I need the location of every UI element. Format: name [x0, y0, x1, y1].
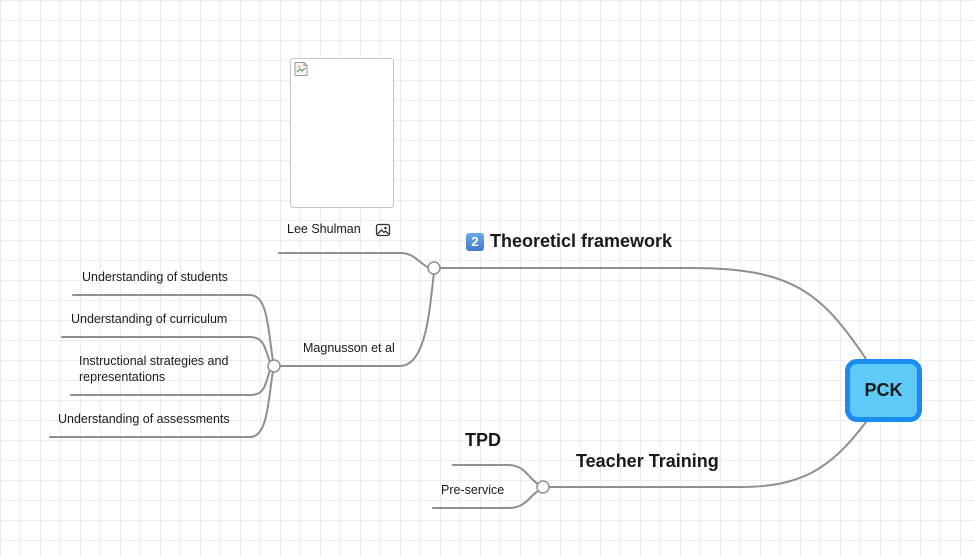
topic-understanding-assessments-label: Understanding of assessments — [58, 412, 230, 426]
collapse-toggle-training — [536, 480, 550, 494]
topic-instructional-strategies[interactable]: Instructional strategies and representat… — [79, 353, 241, 385]
connector-to-preservice — [432, 490, 539, 509]
connector-to-shulman — [278, 252, 430, 269]
topic-understanding-curriculum-label: Understanding of curriculum — [71, 312, 228, 326]
topic-understanding-curriculum[interactable]: Understanding of curriculum — [71, 311, 227, 327]
number-two-keycap-icon: 2 — [466, 233, 484, 251]
connector-to-magnusson — [278, 272, 435, 367]
topic-lee-shulman-label: Lee Shulman — [287, 222, 361, 236]
topic-pre-service[interactable]: Pre-service — [441, 482, 504, 498]
central-topic-pck[interactable]: PCK — [845, 359, 922, 422]
topic-understanding-assessments[interactable]: Understanding of assessments — [58, 411, 230, 427]
topic-magnusson[interactable]: Magnusson et al — [303, 340, 395, 356]
central-topic-label: PCK — [864, 380, 903, 400]
topic-instructional-strategies-label: Instructional strategies and representat… — [79, 354, 229, 384]
topic-tpd-label: TPD — [465, 430, 501, 450]
connector-to-students — [72, 294, 274, 362]
topic-lee-shulman[interactable]: Lee Shulman — [287, 221, 361, 237]
connector-to-assessments — [49, 370, 274, 438]
topic-understanding-students-label: Understanding of students — [82, 270, 228, 284]
broken-image-icon — [294, 62, 308, 76]
connector-to-tpd — [452, 464, 539, 485]
topic-pre-service-label: Pre-service — [441, 483, 505, 497]
topic-tpd[interactable]: TPD — [465, 429, 501, 451]
connector-to-curriculum — [61, 336, 271, 363]
collapse-toggle-magnusson — [267, 359, 281, 373]
topic-theoretical-label: Theoreticl framework — [490, 231, 673, 251]
topic-magnusson-label: Magnusson et al — [303, 341, 395, 355]
collapse-toggle-theoretical — [427, 261, 441, 275]
topic-understanding-students[interactable]: Understanding of students — [82, 269, 228, 285]
connector-central-training — [547, 421, 867, 488]
image-icon[interactable] — [375, 222, 391, 238]
topic-teacher-training-label: Teacher Training — [576, 451, 719, 471]
shulman-image[interactable] — [290, 58, 394, 208]
connector-to-instructional — [70, 369, 271, 396]
connector-central-theoretical — [438, 267, 867, 360]
topic-teacher-training[interactable]: Teacher Training — [576, 450, 719, 472]
topic-theoretical-framework[interactable]: 2 Theoreticl framework — [466, 230, 672, 252]
